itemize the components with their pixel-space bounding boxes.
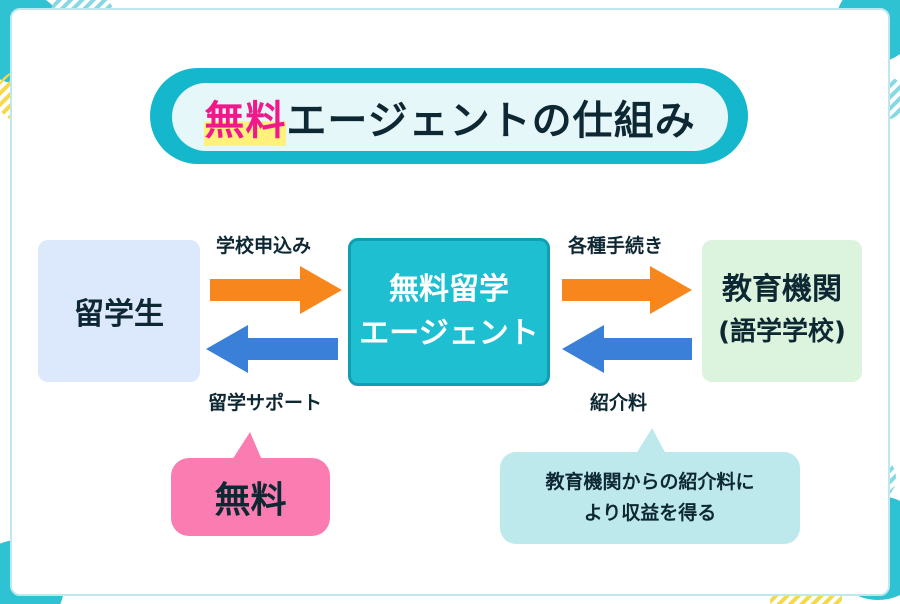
edge-label-application: 学校申込み (216, 235, 312, 257)
edge-label-support: 留学サポート (208, 392, 323, 414)
node-agent: 無料留学 エージェント (348, 238, 550, 386)
node-student-label: 留学生 (74, 297, 164, 332)
revenue-callout-line1: 教育機関からの紹介料に (545, 471, 755, 493)
arrow-agent-to-school (562, 266, 692, 314)
node-school: 教育機関 (語学学校) (702, 240, 862, 382)
revenue-callout-line2: より収益を得る (583, 502, 717, 524)
free-bubble-tail (232, 432, 262, 460)
title-highlight: 無料 (204, 88, 287, 146)
page-title: 無料エージェントの仕組み (172, 83, 728, 151)
free-callout: 無料 (171, 458, 330, 536)
node-school-line1: 教育機関 (722, 272, 842, 307)
node-agent-line1: 無料留学 (389, 272, 509, 307)
edge-label-referral-fee: 紹介料 (590, 392, 648, 414)
arrow-student-to-agent (210, 266, 342, 314)
revenue-callout: 教育機関からの紹介料に より収益を得る (500, 452, 800, 544)
arrow-school-to-agent (562, 325, 692, 373)
revenue-bubble-tail (636, 428, 666, 454)
free-callout-text: 無料 (214, 480, 287, 521)
node-agent-line2: エージェント (359, 316, 539, 351)
title-rest: エージェントの仕組み (286, 98, 696, 144)
edge-label-procedures: 各種手続き (568, 235, 664, 257)
node-student: 留学生 (38, 240, 200, 382)
node-school-line2: (語学学校) (718, 317, 846, 347)
arrow-agent-to-student (206, 325, 338, 373)
